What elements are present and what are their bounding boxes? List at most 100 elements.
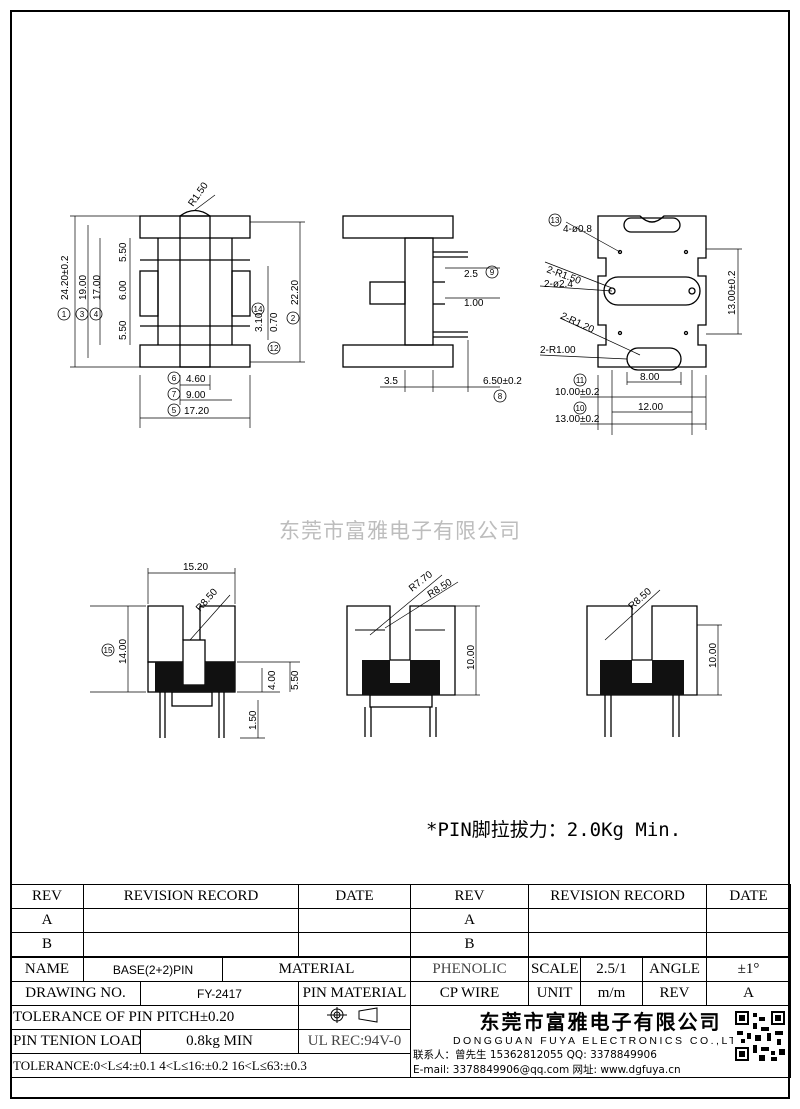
- callout-15: 15: [104, 646, 113, 655]
- general-tolerance: TOLERANCE:0<L≤4:±0.1 4<L≤16:±0.2 16<L≤63…: [10, 1053, 411, 1078]
- scale-value: 2.5/1: [580, 956, 643, 982]
- scale-label: SCALE: [528, 956, 581, 982]
- callout-8: 8: [498, 392, 503, 401]
- callout-5: 5: [172, 406, 177, 415]
- bottom-middle-dims: [369, 574, 480, 696]
- dim-10-00: 10.00±0.2: [555, 387, 600, 398]
- dim-r100: 2-R1.00: [540, 345, 576, 356]
- company-email: E-mail: 3378849906@qq.com 网址: www.dgfuya…: [413, 1064, 681, 1076]
- dim-1-50: 1.50: [248, 710, 259, 730]
- top-right-view: [597, 215, 707, 371]
- dim-5-50-bottom: 5.50: [290, 670, 301, 690]
- date-b-left: [298, 932, 411, 958]
- drawing-row: DRAWING NO. FY-2417 PIN MATERIAL CP WIRE…: [10, 981, 792, 1006]
- material-label: MATERIAL: [222, 956, 411, 982]
- dim-22-20: 22.20: [290, 280, 301, 305]
- dim-14-00: 14.00: [118, 639, 129, 664]
- rev-header-2: REV: [410, 884, 529, 909]
- callout-circles: [57, 213, 587, 657]
- dim-5-50-a: 5.50: [118, 242, 129, 262]
- record-b-left: [83, 932, 299, 958]
- dim-17-20: 17.20: [184, 406, 209, 417]
- top-left-dims: [70, 194, 305, 428]
- name-value: BASE(2+2)PIN: [83, 956, 223, 982]
- dim-0-70: 0.70: [269, 312, 280, 332]
- company-english-name: DONGGUAN FUYA ELECTRONICS CO.,LTD: [452, 1035, 749, 1047]
- callout-11: 11: [576, 376, 585, 385]
- pin-material-label: PIN MATERIAL: [298, 981, 411, 1006]
- revision-row-b: B B: [10, 932, 792, 958]
- tolerance-pitch-row: TOLERANCE OF PIN PITCH±0.20 东莞市富雅电子有限公司 …: [10, 1005, 792, 1078]
- unit-label: UNIT: [528, 981, 581, 1006]
- rev-value: A: [705, 981, 792, 1006]
- dim-4-00: 4.00: [267, 670, 278, 690]
- top-middle-view: [342, 215, 468, 368]
- tolerance-pin-pitch: TOLERANCE OF PIN PITCH±0.20: [10, 1005, 299, 1030]
- top-middle-dims: [380, 267, 500, 392]
- record-a-left: [83, 908, 299, 933]
- dim-4-60: 4.60: [186, 374, 206, 385]
- dim-19-00: 19.00: [78, 275, 89, 300]
- company-name: 东莞市富雅电子有限公司: [479, 1010, 722, 1034]
- drawing-frame: [10, 10, 790, 1099]
- rev-b-left: B: [10, 932, 84, 958]
- dim-1-00: 1.00: [464, 298, 484, 309]
- dim-24-20: 24.20±0.2: [60, 255, 71, 300]
- record-a-right: [528, 908, 707, 933]
- technical-drawing: R1.50 24.20±0.2 19.00 17.00 5.50 6.00 5.…: [57, 180, 742, 739]
- dim-12-00: 12.00: [638, 402, 663, 413]
- dim-6-00: 6.00: [118, 280, 129, 300]
- date-a-left: [298, 908, 411, 933]
- dim-17-00: 17.00: [92, 275, 103, 300]
- dim-3-5: 3.5: [384, 376, 398, 387]
- material-value: PHENOLIC: [410, 956, 529, 982]
- watermark: 东莞市富雅电子有限公司: [279, 519, 521, 543]
- date-header-2: DATE: [705, 884, 792, 909]
- pin-material-value: CP WIRE: [410, 981, 529, 1006]
- date-a-right: [705, 908, 792, 933]
- dim-5-50-b: 5.50: [118, 320, 129, 340]
- qr-code-icon: [733, 1009, 788, 1063]
- callout-14: 14: [254, 305, 263, 314]
- rev-a-left: A: [10, 908, 84, 933]
- rev-label: REV: [642, 981, 707, 1006]
- top-left-view: [139, 209, 251, 368]
- name-label: NAME: [10, 956, 84, 982]
- tolerance-row: TOLERANCE:0<L≤4:±0.1 4<L≤16:±0.2 16<L≤63…: [10, 1053, 791, 1078]
- date-header-1: DATE: [298, 884, 411, 909]
- dim-10-00-right: 10.00: [708, 643, 719, 668]
- dim-13-00-v: 13.00±0.2: [727, 270, 738, 315]
- dim-10-00-mid: 10.00: [466, 645, 477, 670]
- rev-b-right: B: [410, 932, 529, 958]
- callout-1: 1: [62, 310, 67, 319]
- angle-label: ANGLE: [642, 956, 707, 982]
- dim-d24: 2-ø2.4: [544, 279, 573, 290]
- unit-value: m/m: [580, 981, 643, 1006]
- callout-7: 7: [172, 390, 177, 399]
- dim-3-10: 3.10: [254, 312, 265, 332]
- pin-load-value: 0.8kg MIN: [140, 1029, 299, 1054]
- bottom-left-dims: [90, 568, 300, 739]
- rev-a-right: A: [410, 908, 529, 933]
- callout-4: 4: [94, 310, 99, 319]
- dim-6-50: 6.50±0.2: [483, 376, 522, 387]
- date-b-right: [705, 932, 792, 958]
- company-contact: 联系人：曾先生 15362812055 QQ: 3378849906: [413, 1049, 657, 1061]
- bottom-right-dims: [604, 589, 722, 696]
- dim-8-00: 8.00: [640, 372, 660, 383]
- callout-13: 13: [551, 216, 560, 225]
- callout-6: 6: [172, 374, 177, 383]
- bottom-middle-dark-fill: [362, 660, 440, 695]
- drawing-no-value: FY-2417: [140, 981, 299, 1006]
- company-block: 东莞市富雅电子有限公司 DONGGUAN FUYA ELECTRONICS CO…: [409, 1005, 792, 1078]
- dim-15-20: 15.20: [183, 562, 208, 573]
- dim-holes: 4-ø0.8: [563, 224, 592, 235]
- revision-record-header-1: REVISION RECORD: [83, 884, 299, 909]
- ul-rating: UL REC:94V-0: [298, 1029, 411, 1054]
- bottom-right-dark-fill: [600, 660, 684, 695]
- dim-2-5: 2.5: [464, 269, 478, 280]
- dim-r150: R1.50: [186, 180, 211, 209]
- pin-load-row: PIN TENION LOAD 0.8kg MIN UL REC:94V-0: [10, 1029, 791, 1054]
- callout-12: 12: [270, 344, 279, 353]
- revision-header-row: REV REVISION RECORD DATE REV REVISION RE…: [10, 884, 792, 909]
